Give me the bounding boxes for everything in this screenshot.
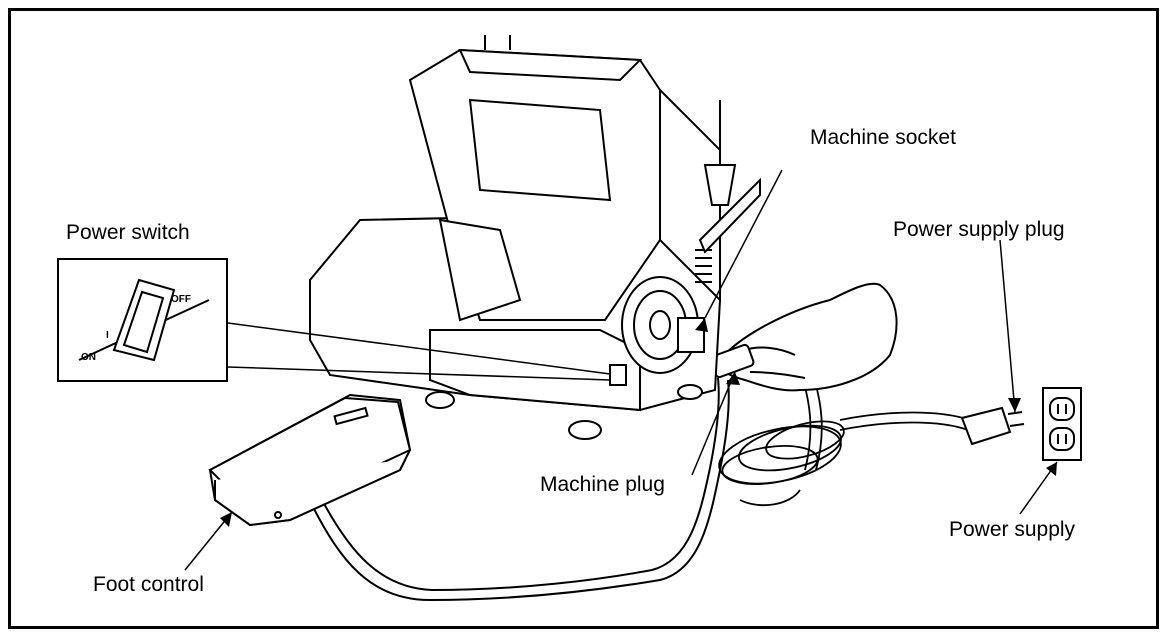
label-power-supply: Power supply [949, 518, 1076, 541]
label-foot-control: Foot control [93, 573, 204, 596]
coiled-power-cord [718, 369, 971, 507]
switch-on-text: ON [81, 352, 96, 363]
foot-control-pedal [208, 393, 412, 527]
switch-off-text: OFF [171, 294, 191, 305]
label-machine-socket: Machine socket [810, 126, 956, 149]
arrowheads [220, 318, 1057, 527]
wall-outlet [1042, 387, 1082, 461]
rocker-switch-illustration: ON I OFF [78, 278, 210, 363]
serger-machine [309, 35, 761, 440]
power-switch-inset: ON I OFF [57, 258, 228, 382]
switch-i-text: I [106, 330, 109, 341]
power-supply-plug [960, 406, 1025, 446]
hand [718, 282, 898, 392]
label-power-supply-plug: Power supply plug [893, 218, 1065, 241]
label-machine-plug: Machine plug [540, 473, 665, 496]
label-power-switch: Power switch [66, 221, 190, 244]
foot-control-cord [311, 377, 730, 602]
